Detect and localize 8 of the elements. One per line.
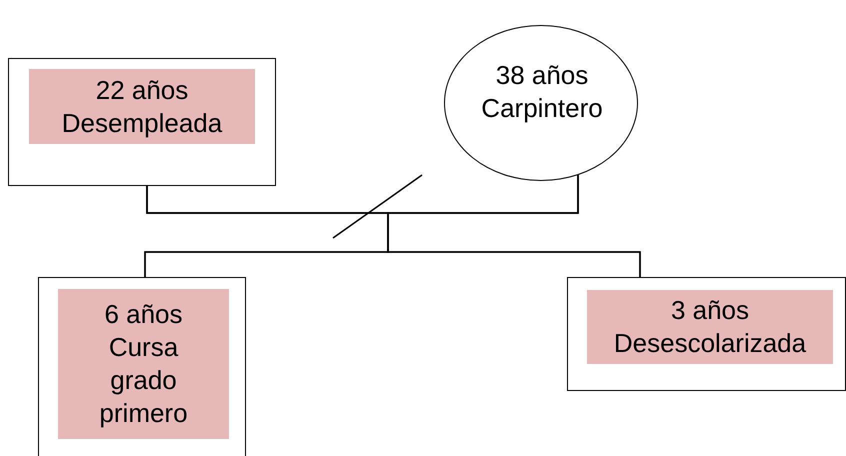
person-description: 22 años Desempleada [29,69,255,144]
person-description: 38 años Carpintero [480,58,604,124]
person-description: 3 años Desescolarizada [587,290,833,364]
person-box [8,58,276,186]
person-box [567,277,846,391]
family-line [387,175,641,277]
person-box [38,277,246,456]
person-description: 6 años Cursa grado primero [58,289,229,439]
